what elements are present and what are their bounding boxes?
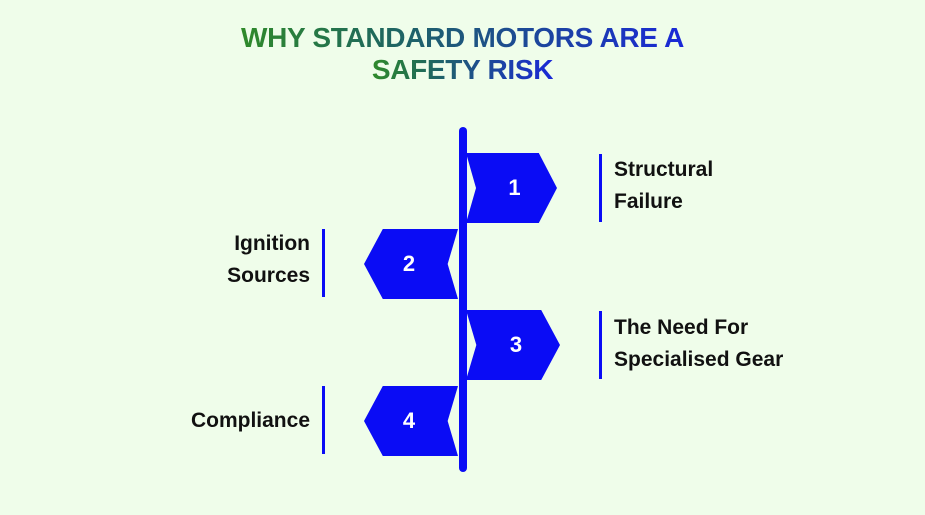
step-2-divider [322,229,325,297]
step-2-number: 2 [402,251,416,276]
step-3-label-line-1: The Need For [614,316,749,339]
step-3-label: The Need For Specialised Gear [614,312,783,376]
step-1-divider [599,154,602,222]
step-1-label: Structural Failure [614,154,713,218]
step-4-divider [322,386,325,454]
step-1-number: 1 [508,175,521,200]
step-1-arrow: 1 [466,153,557,223]
step-2-label-line-1: Ignition [234,232,310,255]
step-2-label: Ignition Sources [227,228,310,292]
step-4-label-line-1: Compliance [190,409,310,432]
step-3-label-line-2: Specialised Gear [614,348,784,371]
step-2-label-line-2: Sources [227,264,310,287]
step-1-label-line-1: Structural [614,158,714,181]
title-line-1: WHY STANDARD MOTORS ARE A [240,22,685,53]
step-4-arrow: 4 [364,386,458,456]
step-3-divider [599,311,602,379]
step-4-label: Compliance [191,405,310,437]
title-line-2: SAFETY RISK [371,54,554,85]
page-title: WHY STANDARD MOTORS ARE A SAFETY RISK [0,22,925,86]
step-2-arrow: 2 [364,229,458,299]
step-4-number: 4 [402,408,416,433]
step-3-arrow: 3 [466,310,560,380]
step-3-number: 3 [509,332,523,357]
step-1-label-line-2: Failure [614,190,683,213]
signpost-pole [459,127,467,472]
